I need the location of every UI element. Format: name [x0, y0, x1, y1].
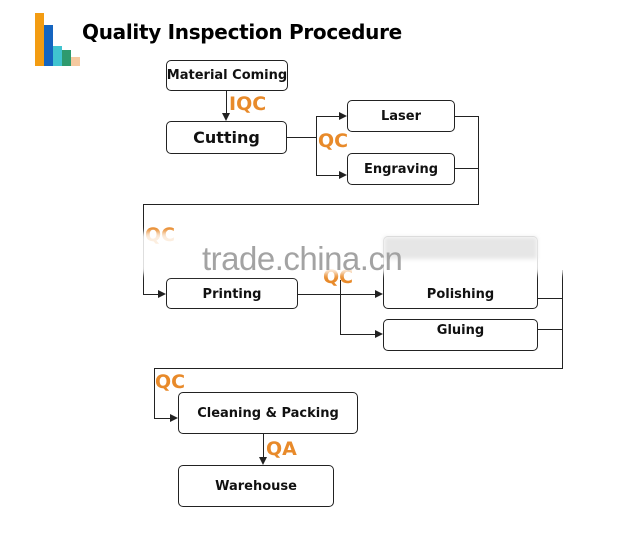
- step-warehouse: Warehouse: [178, 465, 334, 507]
- arrow-to-cleaning: [170, 414, 178, 422]
- connector-laser-out: [455, 116, 479, 118]
- connector-merge-vertical-1: [478, 116, 480, 205]
- connector-return-2: [154, 368, 563, 370]
- step-material-coming: Material Coming: [166, 60, 288, 91]
- logo-bar-orange: [35, 13, 44, 66]
- connector-cleaning-warehouse: [263, 433, 265, 458]
- connector-left-vertical-2: [154, 368, 156, 419]
- check-label-qc-cutting: QC: [318, 130, 349, 152]
- connector-to-cleaning: [154, 418, 171, 420]
- check-label-qc-cleaning: QC: [155, 371, 186, 393]
- arrow-to-warehouse: [259, 457, 267, 465]
- check-label-qa: QA: [266, 438, 297, 460]
- connector-polishing-out: [538, 298, 563, 300]
- connector-branch-vertical-2: [340, 280, 342, 335]
- arrow-to-polishing: [375, 290, 383, 298]
- logo-bar-cyan: [53, 46, 62, 66]
- connector-to-gluing: [340, 334, 376, 336]
- connector-merge-vertical-2: [562, 270, 564, 369]
- bar-chart-logo-icon: [34, 12, 82, 66]
- step-engraving: Engraving: [347, 153, 455, 185]
- step-cutting: Cutting: [166, 121, 287, 154]
- watermark-shade: [384, 237, 537, 259]
- arrow-to-engraving: [339, 171, 347, 179]
- connector-to-engraving: [316, 175, 340, 177]
- logo-bar-green: [62, 50, 71, 66]
- connector-return-1: [143, 204, 479, 206]
- connector-to-laser: [316, 116, 340, 118]
- connector-to-printing: [143, 294, 159, 296]
- check-label-iqc: IQC: [229, 93, 267, 115]
- connector-cutting-branch: [287, 137, 317, 139]
- logo-bar-peach: [71, 57, 80, 66]
- arrow-to-gluing: [375, 330, 383, 338]
- step-laser: Laser: [347, 100, 455, 132]
- step-cleaning-packing: Cleaning & Packing: [178, 392, 358, 434]
- logo-bar-blue: [44, 25, 53, 66]
- step-printing: Printing: [166, 278, 298, 309]
- connector-branch-vertical-1: [316, 116, 318, 176]
- arrow-to-laser: [339, 112, 347, 120]
- arrow-to-cutting: [222, 113, 230, 121]
- arrow-to-printing: [158, 290, 166, 298]
- connector-gluing-out: [538, 329, 563, 331]
- connector-printing-polishing: [298, 294, 376, 296]
- watermark-text: trade.china.cn: [202, 240, 403, 277]
- connector-material-cutting: [226, 90, 228, 114]
- page-title: Quality Inspection Procedure: [82, 20, 402, 44]
- connector-engraving-out: [455, 168, 479, 170]
- step-gluing: Gluing: [383, 319, 538, 351]
